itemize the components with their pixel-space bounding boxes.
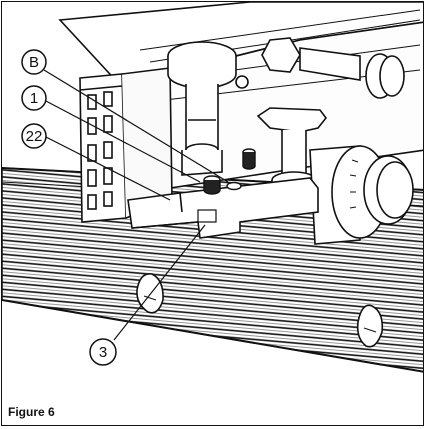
- callout-b: B: [21, 49, 47, 75]
- extrusion-profile: [79, 67, 173, 223]
- leader-lines: [43, 69, 229, 341]
- callout-22: 22: [21, 123, 47, 149]
- base-plate: [127, 177, 319, 239]
- callout-3-label: 3: [99, 344, 107, 361]
- screws: [203, 148, 256, 195]
- callout-1-label: 1: [30, 90, 38, 107]
- callout-b-label: B: [29, 54, 39, 71]
- callout-1: 1: [21, 85, 47, 111]
- upper-knob: [261, 37, 405, 99]
- callout-22-label: 22: [26, 128, 43, 145]
- callout-3: 3: [89, 338, 117, 366]
- figure-caption: Figure 6: [8, 405, 55, 419]
- dial-gauge: [309, 145, 414, 245]
- clamp-post: [167, 41, 249, 176]
